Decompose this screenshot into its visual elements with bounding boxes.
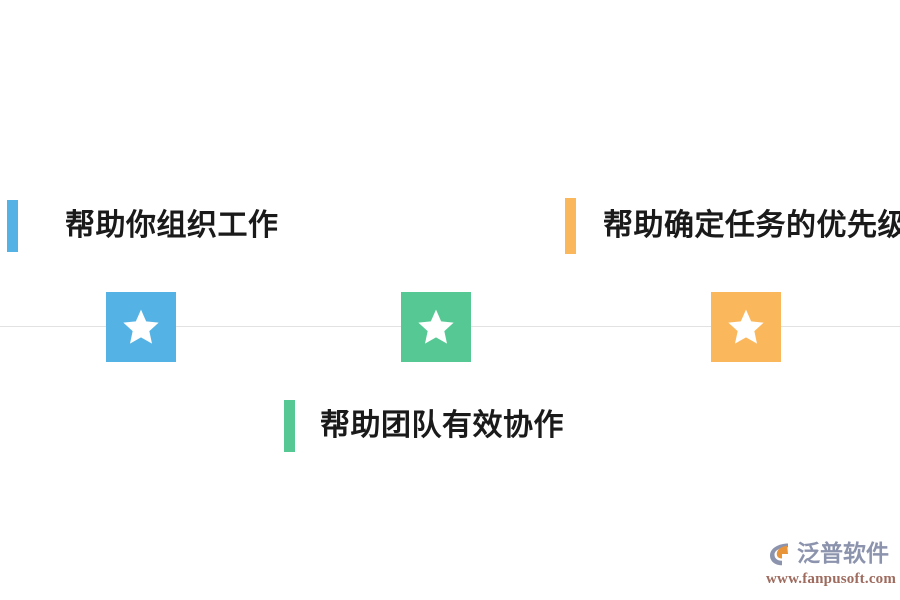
star-icon (728, 309, 764, 344)
star-icon (123, 309, 159, 344)
milestone-marker-2[interactable] (401, 292, 471, 362)
accent-bar-green (284, 400, 295, 452)
brand-name: 泛普软件 (797, 540, 889, 567)
brand-row: 泛普软件 (764, 538, 896, 570)
accent-bar-orange (565, 198, 576, 254)
brand-watermark: 泛普软件 www.fanpusoft.com (764, 538, 896, 590)
caption-organize-work: 帮助你组织工作 (7, 200, 279, 252)
accent-bar-blue (7, 200, 18, 252)
caption-team-collaborate: 帮助团队有效协作 (284, 400, 564, 452)
milestone-marker-1[interactable] (106, 292, 176, 362)
caption-prioritize-tasks: 帮助确定任务的优先级 (565, 198, 900, 254)
caption-label: 帮助你组织工作 (65, 209, 279, 242)
brand-url: www.fanpusoft.com (766, 571, 897, 587)
star-icon (418, 309, 454, 344)
caption-label: 帮助团队有效协作 (320, 409, 564, 442)
caption-label: 帮助确定任务的优先级 (603, 209, 900, 242)
milestone-marker-3[interactable] (711, 292, 781, 362)
fanpu-logo-icon (770, 543, 788, 566)
